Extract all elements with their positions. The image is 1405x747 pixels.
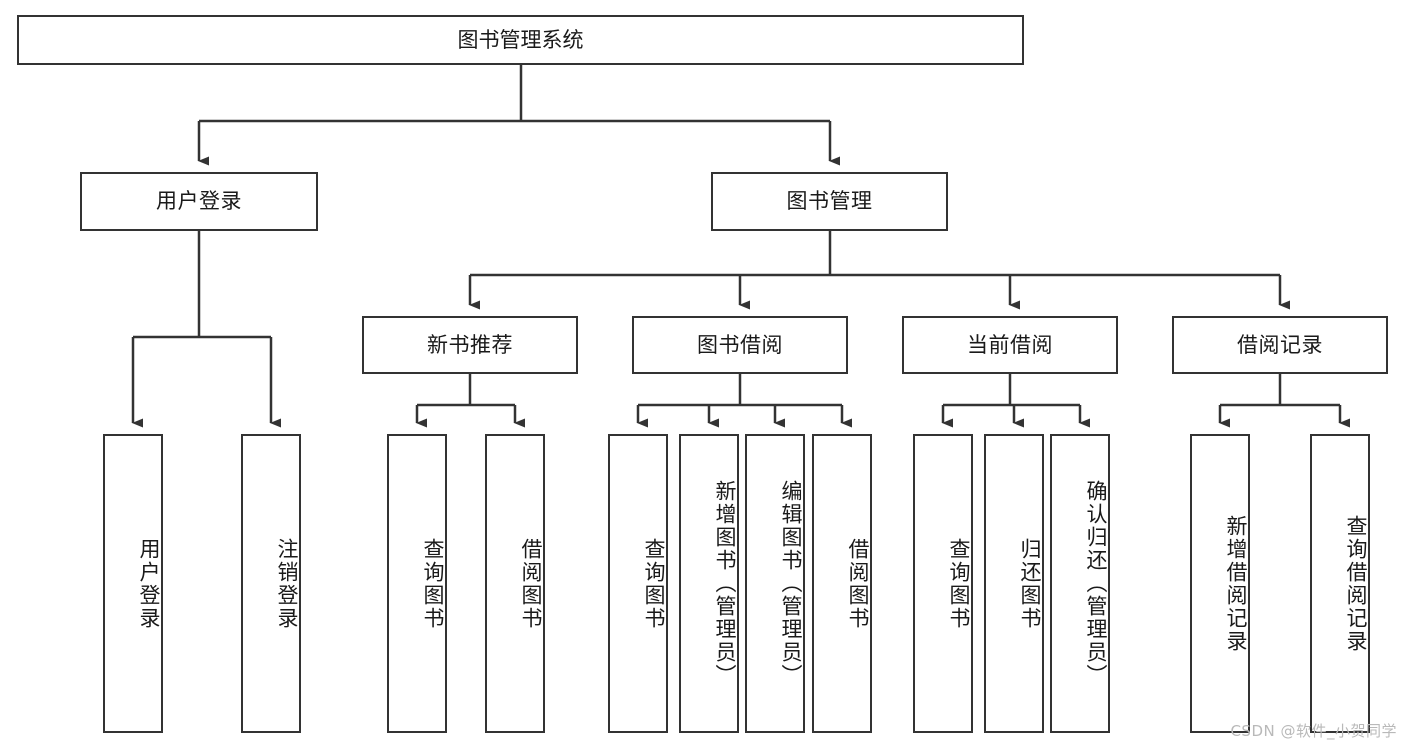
- node-new-book-recommendation[interactable]: 新书推荐: [362, 316, 578, 374]
- node-leaf-edit-book-admin[interactable]: 编辑图书（管理员）: [745, 434, 805, 733]
- node-leaf-return-book[interactable]: 归还图书: [984, 434, 1044, 733]
- node-label: 查询图书: [421, 537, 445, 630]
- node-label: 图书管理: [786, 189, 873, 214]
- node-leaf-user-login[interactable]: 用户登录: [103, 434, 163, 733]
- node-label: 注销登录: [275, 537, 299, 630]
- node-current-loans[interactable]: 当前借阅: [902, 316, 1118, 374]
- node-leaf-add-loan-record[interactable]: 新增借阅记录: [1190, 434, 1250, 733]
- node-label: 图书管理系统: [457, 27, 584, 52]
- node-label: 借阅记录: [1237, 332, 1323, 357]
- node-leaf-confirm-return-admin[interactable]: 确认归还（管理员）: [1050, 434, 1110, 733]
- node-label: 确认归还（管理员）: [1084, 480, 1108, 687]
- node-leaf-borrow-book-recommendation[interactable]: 借阅图书: [485, 434, 545, 733]
- node-book-management[interactable]: 图书管理: [711, 172, 948, 231]
- node-label: 借阅图书: [519, 537, 543, 630]
- node-leaf-borrow-book-borrowing[interactable]: 借阅图书: [812, 434, 872, 733]
- node-leaf-query-book-borrowing[interactable]: 查询图书: [608, 434, 668, 733]
- node-leaf-query-book-recommendation[interactable]: 查询图书: [387, 434, 447, 733]
- csdn-watermark: CSDN @软件_小贺同学: [1230, 722, 1397, 740]
- node-leaf-logout[interactable]: 注销登录: [241, 434, 301, 733]
- node-label: 当前借阅: [967, 332, 1053, 357]
- node-label: 查询图书: [642, 537, 666, 630]
- node-loan-records[interactable]: 借阅记录: [1172, 316, 1388, 374]
- node-label: 借阅图书: [846, 537, 870, 630]
- node-root-system[interactable]: 图书管理系统: [17, 15, 1024, 65]
- node-label: 图书借阅: [697, 332, 783, 357]
- node-label: 新增借阅记录: [1224, 514, 1248, 653]
- node-leaf-add-book-admin[interactable]: 新增图书（管理员）: [679, 434, 739, 733]
- node-user-login[interactable]: 用户登录: [80, 172, 318, 231]
- node-label: 编辑图书（管理员）: [779, 480, 803, 687]
- node-leaf-query-book-current[interactable]: 查询图书: [913, 434, 973, 733]
- node-label: 用户登录: [156, 189, 242, 214]
- node-book-borrowing[interactable]: 图书借阅: [632, 316, 848, 374]
- node-label: 查询借阅记录: [1344, 514, 1368, 653]
- node-label: 查询图书: [947, 537, 971, 630]
- node-label: 新书推荐: [427, 332, 513, 357]
- node-label: 归还图书: [1018, 537, 1042, 630]
- node-label: 新增图书（管理员）: [713, 480, 737, 687]
- node-leaf-query-loan-record[interactable]: 查询借阅记录: [1310, 434, 1370, 733]
- node-label: 用户登录: [137, 537, 161, 630]
